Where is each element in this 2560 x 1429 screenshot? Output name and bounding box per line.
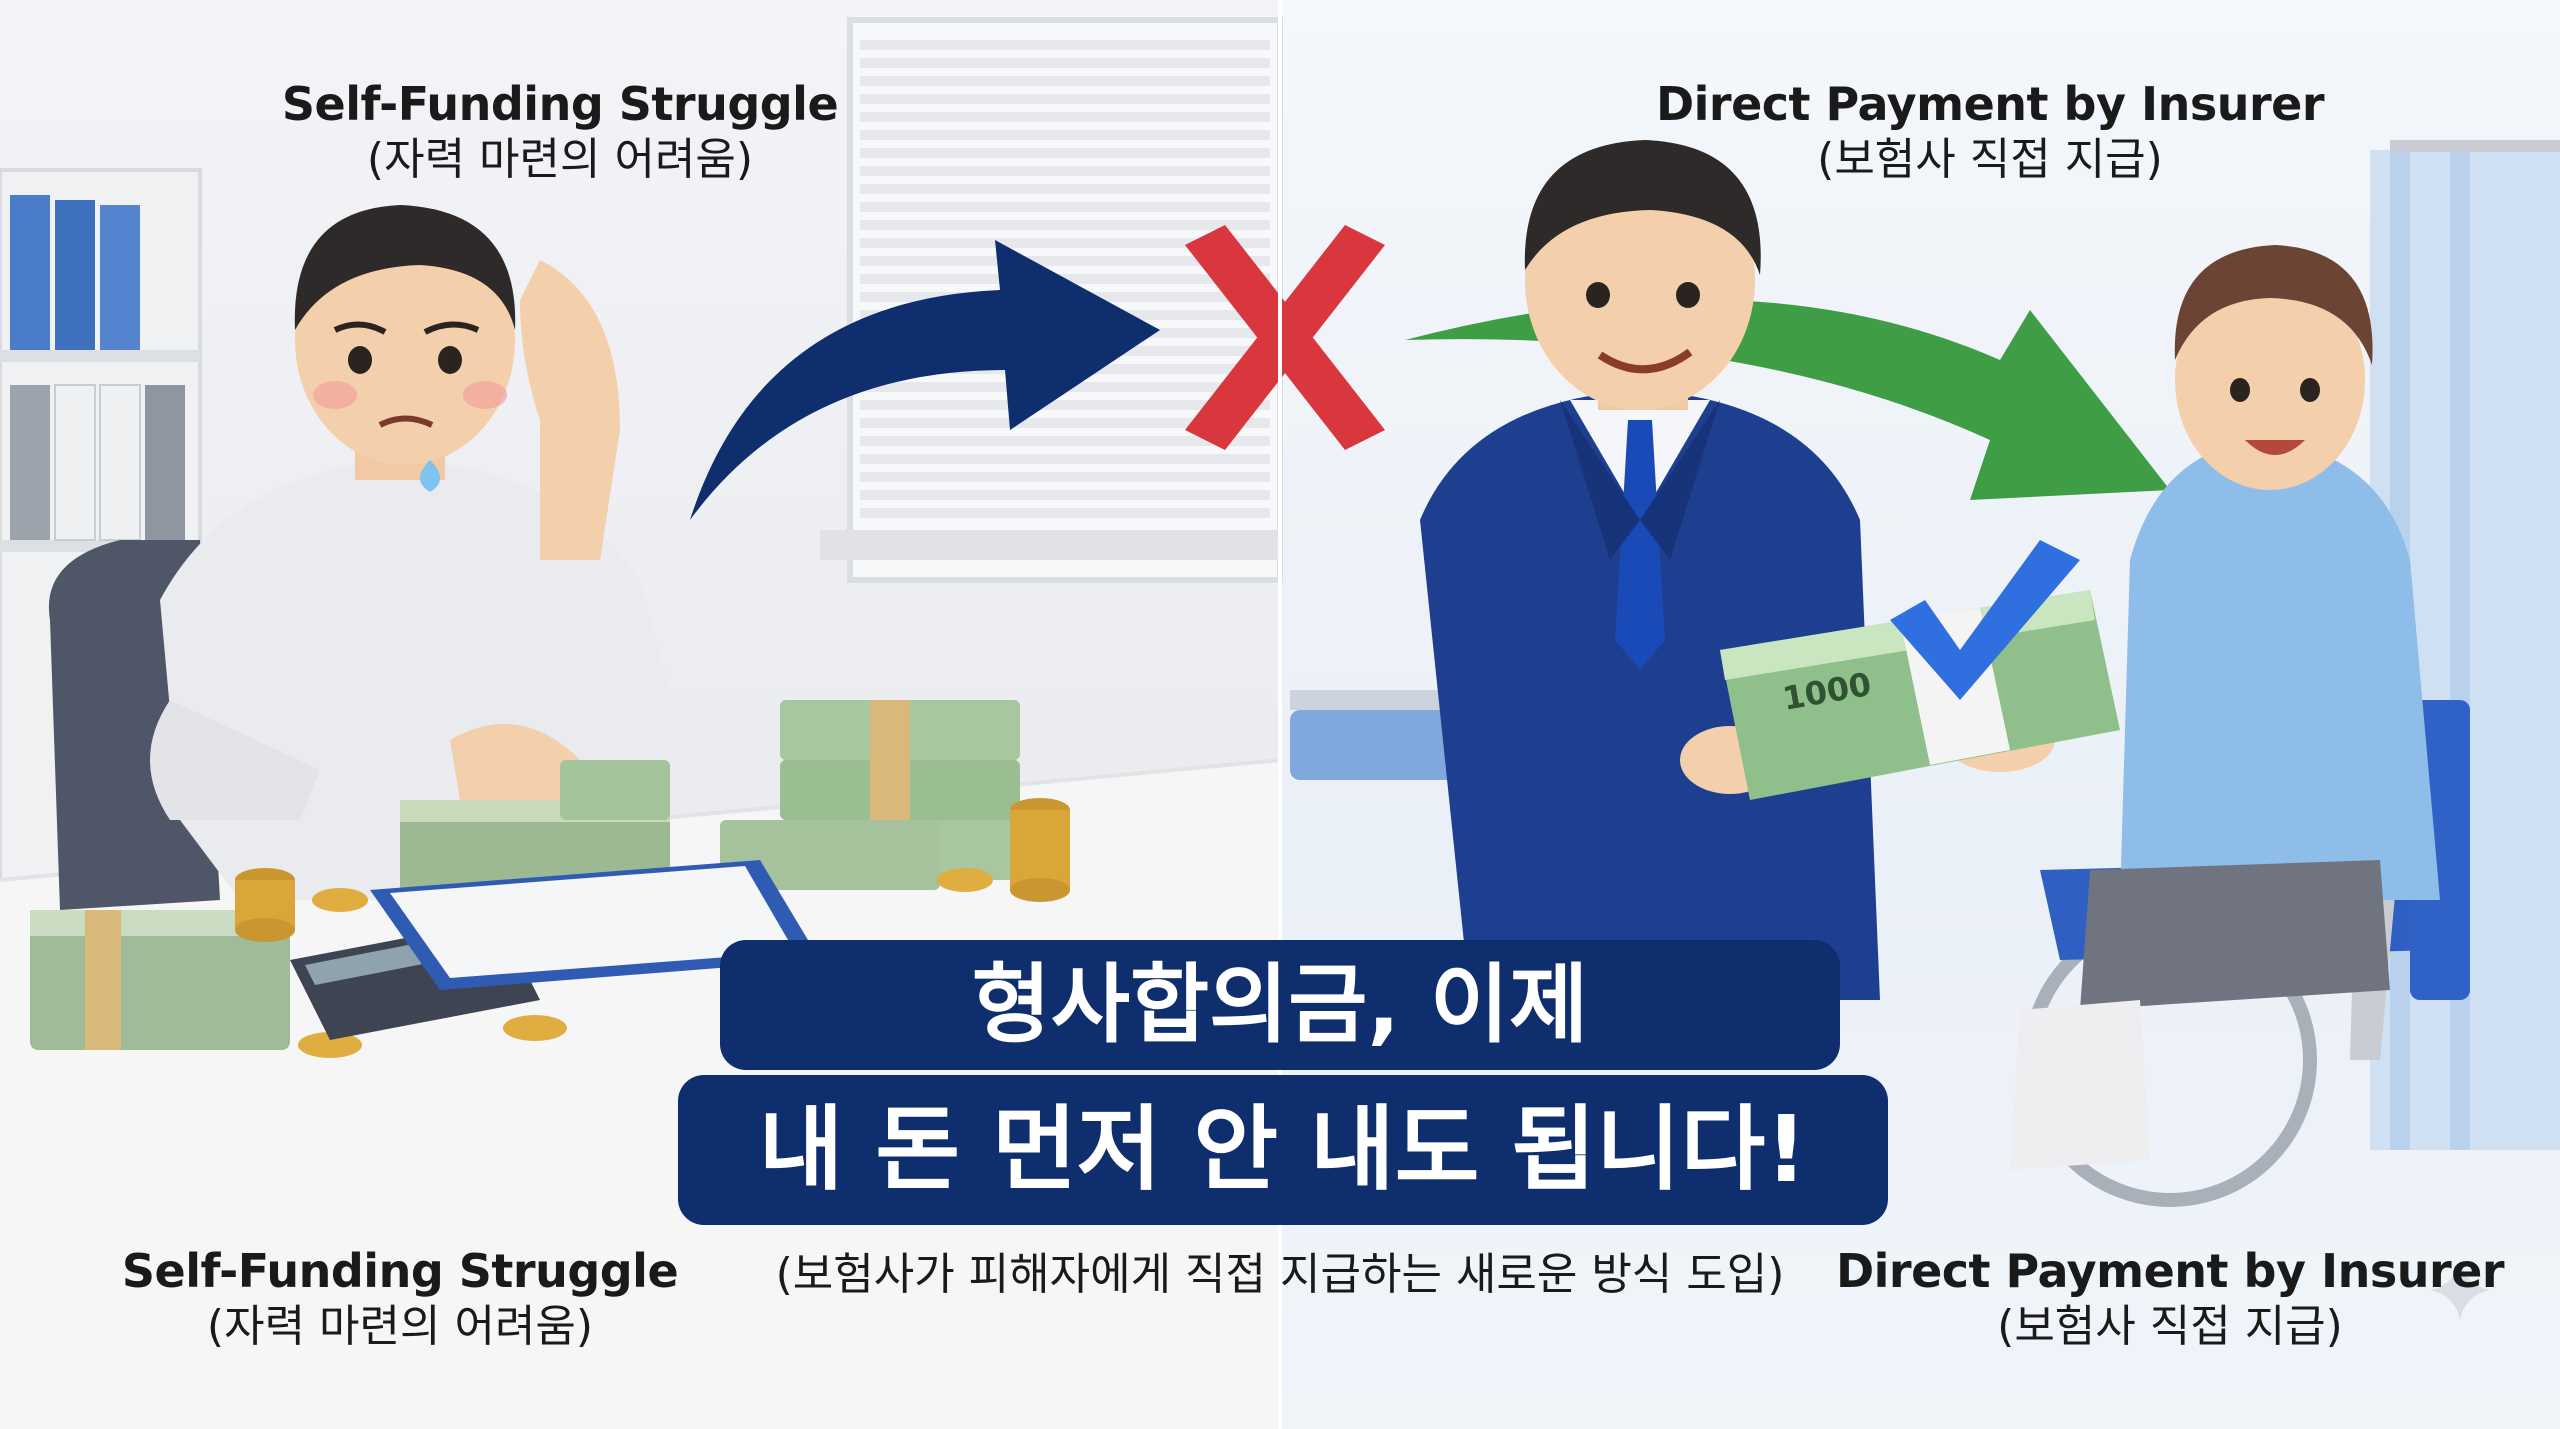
blind-slat	[860, 58, 1270, 68]
left-title-en: Self-Funding Struggle	[281, 77, 839, 131]
sparkle-icon	[2430, 1260, 2490, 1320]
right-title-ko: (보험사 직접 지급)	[1817, 133, 2163, 185]
blind-slat	[860, 130, 1270, 140]
left-caption-en: Self-Funding Struggle	[121, 1244, 679, 1298]
blind-slat	[860, 508, 1270, 518]
check-mark-icon	[1890, 540, 2080, 700]
right-panel-caption: Direct Payment by Insurer (보험사 직접 지급)	[1780, 1245, 2560, 1352]
blind-slat	[860, 148, 1270, 158]
blind-slat	[860, 94, 1270, 104]
blind-slat	[860, 418, 1270, 428]
left-caption-ko: (자력 마련의 어려움)	[206, 1300, 594, 1352]
right-panel-title: Direct Payment by Insurer (보험사 직접 지급)	[1560, 78, 2420, 185]
headline-line-2: 내 돈 먼저 안 내도 됩니다!	[678, 1075, 1888, 1225]
blind-slat	[860, 40, 1270, 50]
blind-slat	[860, 220, 1270, 230]
left-panel-title: Self-Funding Struggle (자력 마련의 어려움)	[180, 78, 940, 185]
blind-slat	[860, 184, 1270, 194]
hospital-bed	[1290, 690, 1480, 780]
blind-slat	[860, 490, 1270, 500]
insurer-man	[1420, 140, 2055, 1000]
blind-slat	[860, 472, 1270, 482]
coins	[235, 798, 1070, 1058]
green-arrow-icon	[1405, 299, 2170, 500]
right-caption-ko: (보험사 직접 지급)	[1997, 1300, 2343, 1352]
blind-slat	[860, 400, 1270, 410]
blind-slat	[860, 76, 1270, 86]
cross-mark-icon	[1185, 225, 1385, 450]
blind-slat	[860, 202, 1270, 212]
left-panel-caption: Self-Funding Struggle (자력 마련의 어려움)	[40, 1245, 760, 1352]
blind-slat	[860, 112, 1270, 122]
blind-slat	[860, 436, 1270, 446]
left-title-ko: (자력 마련의 어려움)	[366, 133, 754, 185]
right-caption-en: Direct Payment by Insurer	[1835, 1244, 2505, 1298]
blind-slat	[860, 454, 1270, 464]
panel-divider	[1278, 0, 1282, 1429]
headline-line-1: 형사합의금, 이제	[720, 940, 1840, 1070]
blind-slat	[860, 238, 1270, 248]
headline-line-1-text: 형사합의금, 이제	[971, 955, 1589, 1055]
clipboard	[370, 860, 820, 990]
blind-slat	[860, 166, 1270, 176]
blind-slat	[860, 256, 1270, 266]
headline-subline: (보험사가 피해자에게 직접 지급하는 새로운 방식 도입)	[775, 1249, 1785, 1300]
curved-arrow-icon	[690, 240, 1160, 520]
right-title-en: Direct Payment by Insurer	[1655, 77, 2325, 131]
patient	[2010, 245, 2440, 1170]
headline-line-2-text: 내 돈 먼저 안 내도 됩니다!	[758, 1096, 1808, 1203]
